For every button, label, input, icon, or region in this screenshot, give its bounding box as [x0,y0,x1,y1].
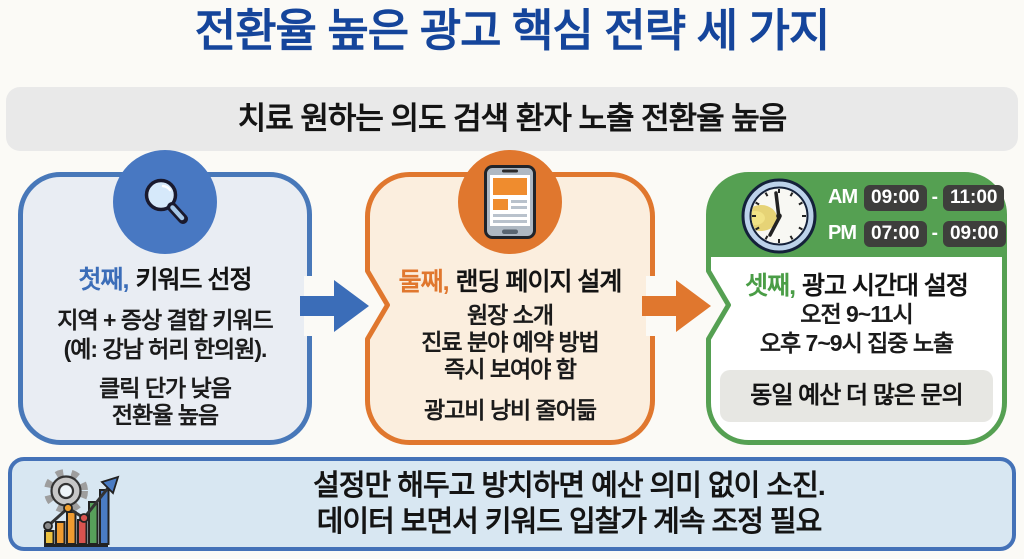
clock-icon [740,177,818,260]
card-keyword-selection: 첫째,키워드 선정 지역 + 증상 결합 키워드 (예: 강남 허리 한의원).… [18,150,312,445]
card-landing-title-text: 랜딩 페이지 설계 [455,268,623,296]
body-line: 진료 분야 예약 방법 [421,329,599,355]
body-line: 광고비 낭비 줄어듦 [423,397,597,423]
body-line: 지역 + 증상 결합 키워드 [57,307,273,333]
card-keyword-label: 첫째, [78,266,130,294]
card-landing-page: 둘째,랜딩 페이지 설계 원장 소개 진료 분야 예약 방법 즉시 보여야 함 … [365,150,655,445]
footer-line: 설정만 해두고 방치하면 예산 의미 없이 소진. [313,470,826,502]
body-line: 전환율 높음 [111,402,219,428]
body-line: 클릭 단가 낮음 [99,375,232,401]
page-title: 전환율 높은 광고 핵심 전략 세 가지 [194,5,831,56]
time-separator: - [931,186,938,208]
card-schedule-label: 셋째, [745,272,796,300]
arrow-right-orange-icon [642,276,711,336]
period-am: AM [828,186,858,208]
card-ad-schedule: AM 09:00 - 11:00 PM 07:00 - 09:00 셋째,광고 … [706,172,1007,445]
card-keyword-title: 첫째,키워드 선정 [18,260,312,296]
smartphone-icon [458,150,562,254]
arrow-right-blue-icon [300,276,369,336]
subtitle-bar: 치료 원하는 의도 검색 환자 노출 전환율 높음 [6,87,1018,151]
period-pm: PM [828,222,857,244]
schedule-times: AM 09:00 - 11:00 PM 07:00 - 09:00 [828,184,1006,256]
card-schedule-body1: 오전 9~11시 오후 7~9시 집중 노출 [706,300,1007,358]
body-line: (예: 강남 허리 한의원). [63,336,268,362]
card-landing-body1: 원장 소개 진료 분야 예약 방법 즉시 보여야 함 [365,302,655,383]
body-line: 오전 9~11시 [800,301,913,327]
subtitle-text: 치료 원하는 의도 검색 환자 노출 전환율 높음 [237,101,788,136]
card-keyword-body2: 클릭 단가 낮음 전환율 높음 [18,375,312,429]
body-line: 원장 소개 [466,302,554,328]
card-landing-label: 둘째, [398,268,450,296]
magnifier-icon [113,150,217,254]
card-landing-title: 둘째,랜딩 페이지 설계 [365,262,655,298]
time-badge-pm-end: 09:00 [942,220,1006,247]
body-line: 오후 7~9시 집중 노출 [759,330,954,356]
gear-chart-icon [40,464,132,553]
time-badge-am-end: 11:00 [942,184,1005,211]
time-badge-am-start: 09:00 [864,184,927,211]
time-separator: - [931,222,938,244]
card-keyword-title-text: 키워드 선정 [135,266,253,294]
card-schedule-title-text: 광고 시간대 설정 [802,272,969,300]
footer-note-text: 설정만 해두고 방치하면 예산 의미 없이 소진. 데이터 보면서 키워드 입찰… [142,468,996,540]
footer-line: 데이터 보면서 키워드 입찰가 계속 조정 필요 [316,506,823,538]
budget-benefit-badge: 동일 예산 더 많은 문의 [720,370,993,422]
card-landing-body2: 광고비 낭비 줄어듦 [365,391,655,425]
time-row-pm: PM 07:00 - 09:00 [828,220,1006,247]
card-landing-border [365,172,655,445]
time-row-am: AM 09:00 - 11:00 [828,184,1006,211]
card-schedule-title: 셋째,광고 시간대 설정 [706,266,1007,302]
body-line: 즉시 보여야 함 [444,356,577,382]
card-keyword-body1: 지역 + 증상 결합 키워드 (예: 강남 허리 한의원). [18,306,312,364]
time-badge-pm-start: 07:00 [864,220,927,247]
footer-note-box: 설정만 해두고 방치하면 예산 의미 없이 소진. 데이터 보면서 키워드 입찰… [8,457,1016,551]
